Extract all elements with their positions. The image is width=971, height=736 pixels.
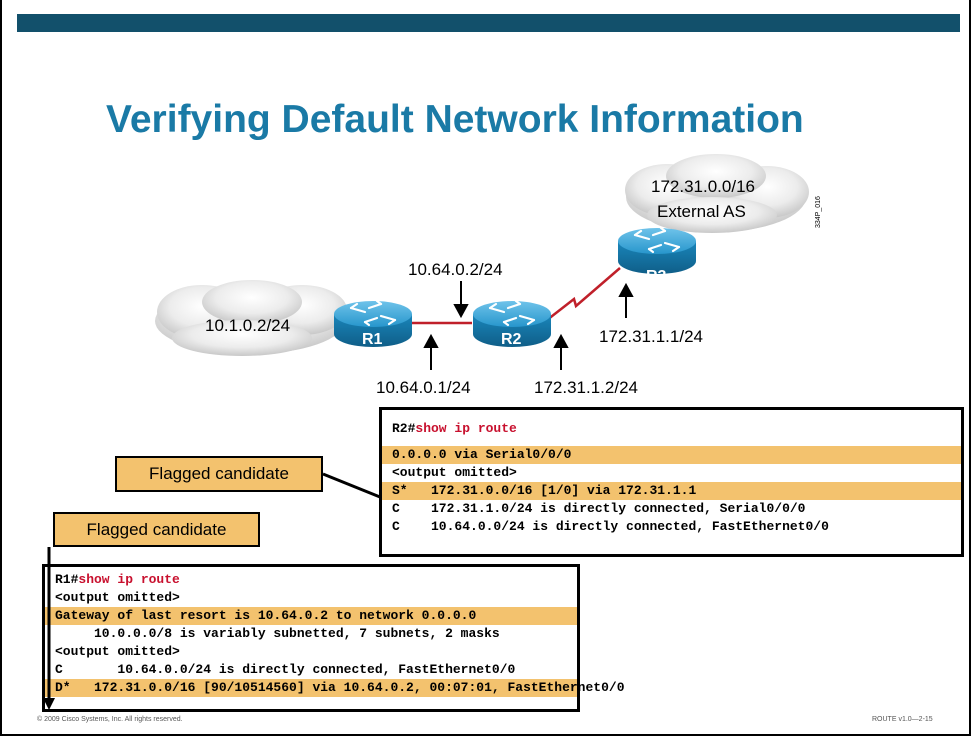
- r2-command-line: R2#show ip route: [392, 421, 517, 436]
- r1-route-line: <output omitted>: [55, 644, 180, 659]
- cloud-left-label: 10.1.0.2/24: [205, 316, 290, 335]
- cloud-external-as: External AS: [657, 202, 746, 221]
- r2-route-line: 0.0.0.0 via Serial0/0/0: [382, 446, 961, 464]
- r2-route-line: S* 172.31.0.0/16 [1/0] via 172.31.1.1: [382, 482, 961, 500]
- course-footer: ROUTE v1.0—2-15: [872, 716, 933, 723]
- r1-command-line: R1#show ip route: [55, 572, 180, 587]
- r2-route-output: R2#show ip route 0.0.0.0 via Serial0/0/0…: [379, 407, 964, 557]
- slide-title: Verifying Default Network Information: [106, 98, 804, 141]
- r2-command: show ip route: [415, 421, 517, 436]
- title-bar: [17, 14, 960, 32]
- cloud-left: [155, 280, 347, 356]
- r1-route-line: <output omitted>: [55, 590, 180, 605]
- ip-label-r1-fa: 10.64.0.1/24: [376, 378, 471, 397]
- cloud-external: [625, 154, 809, 233]
- router-r3-label: R3: [646, 268, 667, 285]
- r1-route-line: 10.0.0.0/8 is variably subnetted, 7 subn…: [55, 626, 500, 641]
- router-r2-label: R2: [501, 331, 522, 348]
- r2-route-line: C 10.64.0.0/24 is directly connected, Fa…: [392, 519, 829, 534]
- r1-command: show ip route: [78, 572, 180, 587]
- ip-label-r3-serial: 172.31.1.1/24: [599, 327, 703, 346]
- flagged-candidate-callout: Flagged candidate: [53, 512, 260, 547]
- r2-route-line: C 172.31.1.0/24 is directly connected, S…: [392, 501, 806, 516]
- r1-route-output: R1#show ip route <output omitted> Gatewa…: [42, 564, 625, 712]
- cloud-external-network: 172.31.0.0/16: [651, 177, 755, 196]
- r1-route-line: C 10.64.0.0/24 is directly connected, Fa…: [55, 662, 516, 677]
- router-r1-label: R1: [362, 331, 383, 348]
- ip-label-r2-fa: 10.64.0.2/24: [408, 260, 503, 279]
- interface-arrows: [423, 281, 634, 370]
- serial-link-r2-r3: [546, 267, 621, 321]
- flagged-candidate-callout: Flagged candidate: [115, 456, 323, 492]
- r1-route-line: Gateway of last resort is 10.64.0.2 to n…: [45, 607, 577, 625]
- copyright-footer: © 2009 Cisco Systems, Inc. All rights re…: [37, 716, 183, 723]
- figure-id: 334P_016: [815, 196, 822, 228]
- ip-label-r2-serial: 172.31.1.2/24: [534, 378, 638, 397]
- r1-route-line: D* 172.31.0.0/16 [90/10514560] via 10.64…: [45, 679, 625, 697]
- r2-route-line: <output omitted>: [392, 465, 517, 480]
